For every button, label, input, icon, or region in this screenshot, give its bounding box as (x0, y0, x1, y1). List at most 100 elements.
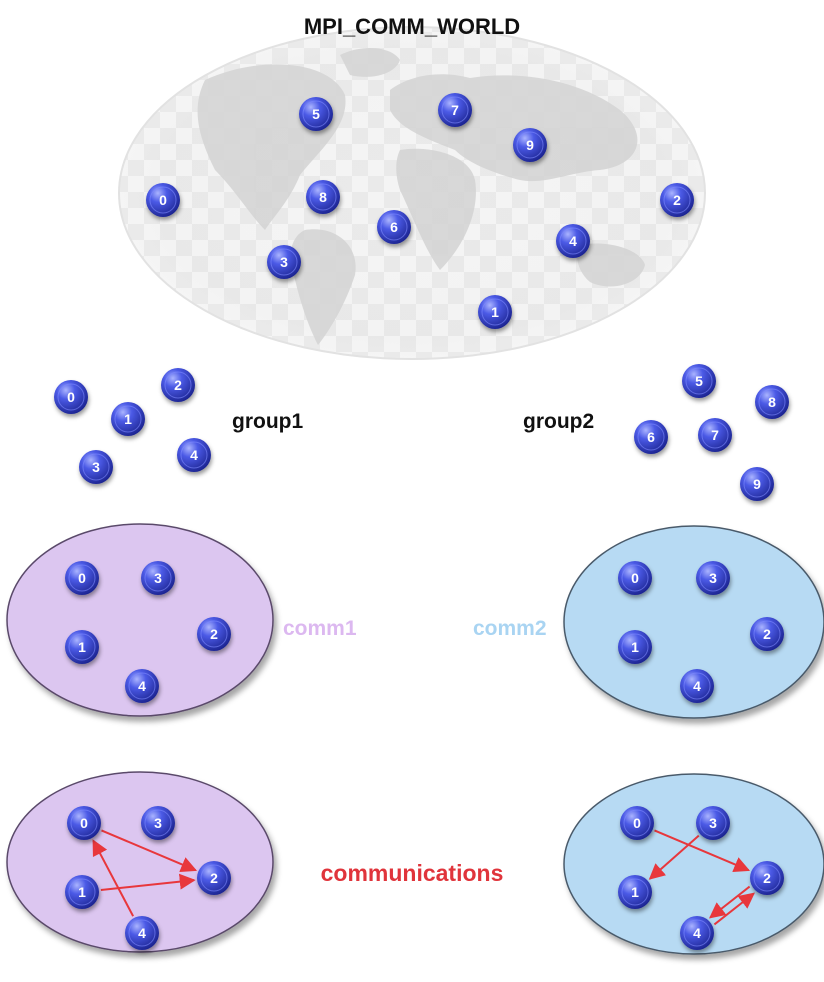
comm1-node-0-ring (68, 564, 96, 592)
comm1-node-1-ball (65, 630, 99, 664)
comm2-messages-node-0-ball (620, 806, 654, 840)
group1-node-2-ring (164, 371, 192, 399)
world-node-0-ball (146, 183, 180, 217)
comm2-messages-node-1-ring (621, 878, 649, 906)
world-node-4-ring (559, 227, 587, 255)
comm1-node-1-label: 1 (78, 639, 86, 655)
comm2-message-arrow-0-to-2 (654, 829, 751, 872)
comm2-messages-node-1-label: 1 (631, 884, 639, 900)
world-node-7-label: 7 (451, 102, 459, 118)
world-node-1: 1 (478, 295, 512, 329)
comm2-messages-node-4-label: 4 (693, 925, 701, 941)
message-arrows (92, 829, 756, 926)
comm2-node-0-ring (621, 564, 649, 592)
world-node-2: 2 (660, 183, 694, 217)
world-map (118, 26, 706, 360)
comm1-node-3-ring (144, 564, 172, 592)
world-node-0-label: 0 (159, 192, 167, 208)
comm2-messages-node-1: 1 (618, 875, 652, 909)
comm1-messages-node-2-ring (200, 864, 228, 892)
group1-node-1: 1 (111, 402, 145, 436)
comm2-messages-node-4: 4 (680, 916, 714, 950)
comm1-messages-node-2-label: 2 (210, 870, 218, 886)
comm2-node-3-ball (696, 561, 730, 595)
comm1-node-2-ring (200, 620, 228, 648)
group1-node-0-ring (57, 383, 85, 411)
world-node-5-ring (302, 100, 330, 128)
comm1-messages-node-0-ball (67, 806, 101, 840)
comm2-node-3: 3 (696, 561, 730, 595)
comm1-node-3-ball (141, 561, 175, 595)
comm2-messages-node-3: 3 (696, 806, 730, 840)
group2-node-9-label: 9 (753, 476, 761, 492)
group1-node-4-ring (180, 441, 208, 469)
world-node-6: 6 (377, 210, 411, 244)
world-node-5-ball (299, 97, 333, 131)
comm2-node-4-ball (680, 669, 714, 703)
world-node-2-ball (660, 183, 694, 217)
world-node-7-ball (438, 93, 472, 127)
comm1-node-3-label: 3 (154, 570, 162, 586)
group2-node-5-ball (682, 364, 716, 398)
world-node-8-label: 8 (319, 189, 327, 205)
comm2-node-2-label: 2 (763, 626, 771, 642)
comm2-messages-node-1-ball (618, 875, 652, 909)
world-node-4: 4 (556, 224, 590, 258)
comm2-messages-node-0: 0 (620, 806, 654, 840)
world-node-3: 3 (267, 245, 301, 279)
world-node-8: 8 (306, 180, 340, 214)
comm1-messages-node-4-ring (128, 919, 156, 947)
group1-node-4: 4 (177, 438, 211, 472)
group2-node-8-label: 8 (768, 394, 776, 410)
group2-node-7: 7 (698, 418, 732, 452)
comm1-messages-node-3: 3 (141, 806, 175, 840)
group1-label: group1 (232, 410, 304, 433)
world-node-4-ball (556, 224, 590, 258)
comm1-message-arrow-1-to-2 (100, 873, 196, 891)
comm2-node-0-ball (618, 561, 652, 595)
world-node-9-ball (513, 128, 547, 162)
group2-node-6-ring (637, 423, 665, 451)
comm1-node-1: 1 (65, 630, 99, 664)
comm2-node-2: 2 (750, 617, 784, 651)
group2-node-9-ring (743, 470, 771, 498)
comm1-node-4-ball (125, 669, 159, 703)
group1-node-1-label: 1 (124, 411, 132, 427)
group1-node-2-label: 2 (174, 377, 182, 393)
world-node-1-ball (478, 295, 512, 329)
comm2-node-1-label: 1 (631, 639, 639, 655)
group1-node-1-ball (111, 402, 145, 436)
comm1-messages-node-1-label: 1 (78, 884, 86, 900)
group2-node-5-ring (685, 367, 713, 395)
group2-node-6-label: 6 (647, 429, 655, 445)
world-node-3-ring (270, 248, 298, 276)
world-node-7-ring (441, 96, 469, 124)
comm2-node-0: 0 (618, 561, 652, 595)
comm2-messages-node-3-label: 3 (709, 815, 717, 831)
comm1-messages-node-4-ball (125, 916, 159, 950)
world-node-0: 0 (146, 183, 180, 217)
group2-label: group2 (523, 410, 595, 433)
comm2-node-2-ring (753, 620, 781, 648)
world-node-5: 5 (299, 97, 333, 131)
group1-node-3-label: 3 (92, 459, 100, 475)
comm1-node-4-label: 4 (138, 678, 146, 694)
comm2-node-1-ring (621, 633, 649, 661)
group2-node-6-ball (634, 420, 668, 454)
comm1-node-0-ball (65, 561, 99, 595)
world-node-6-ring (380, 213, 408, 241)
communications-label: communications (320, 860, 504, 886)
comm2-messages-node-2: 2 (750, 861, 784, 895)
world-node-9-label: 9 (526, 137, 534, 153)
comm1-messages-node-0: 0 (67, 806, 101, 840)
comm1-messages-node-2-ball (197, 861, 231, 895)
comm1-node-0: 0 (65, 561, 99, 595)
world-node-8-ball (306, 180, 340, 214)
comm2-messages-node-2-label: 2 (763, 870, 771, 886)
comm1-messages-node-1-ball (65, 875, 99, 909)
comm2-node-3-label: 3 (709, 570, 717, 586)
group2-node-8-ring (758, 388, 786, 416)
